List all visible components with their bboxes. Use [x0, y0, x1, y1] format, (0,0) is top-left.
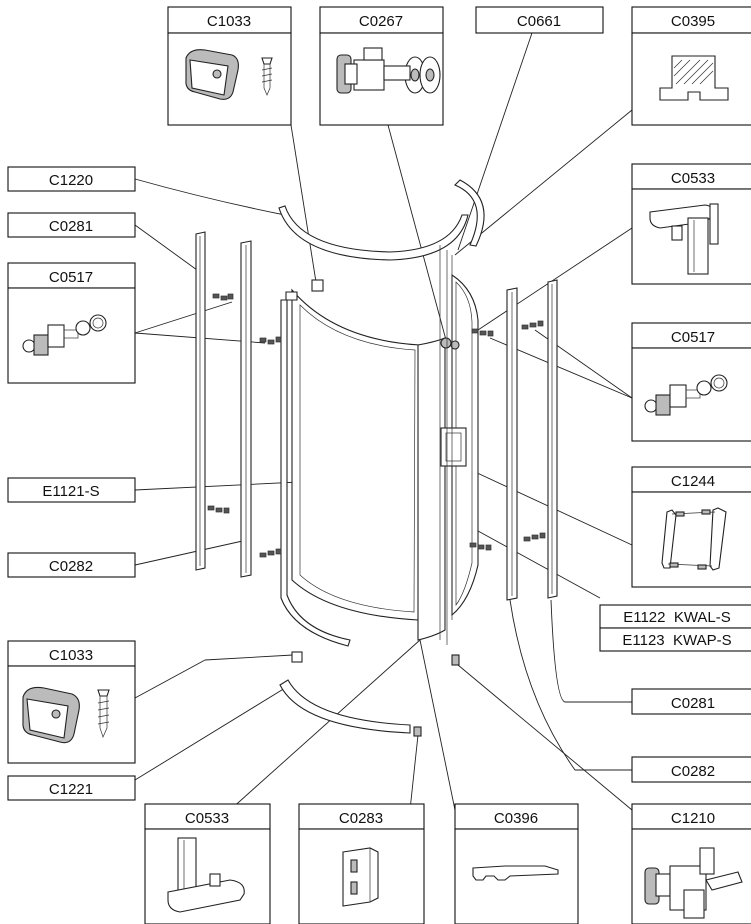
label-c0517-right: C0517	[671, 329, 715, 346]
label-c0283: C0283	[339, 810, 383, 827]
label-e1122: E1122 KWAL-S	[623, 609, 731, 626]
label-c0281-left: C0281	[49, 218, 93, 235]
callout-c0395: C0395	[631, 6, 751, 126]
callout-c0282-right: C0282	[631, 756, 751, 783]
callout-c1220: C1220	[7, 166, 136, 192]
label-c0395: C0395	[671, 13, 715, 30]
label-c0282-left: C0282	[49, 558, 93, 575]
label-c0661: C0661	[517, 13, 561, 30]
callout-e1121: E1121-S	[7, 477, 136, 503]
callout-c0281-left: C0281	[7, 212, 136, 238]
callout-c1221: C1221	[7, 775, 136, 801]
label-c0267: C0267	[359, 13, 403, 30]
label-c1033-bottom: C1033	[49, 647, 93, 664]
callout-c0517-left: C0517	[7, 262, 136, 384]
callout-c1033-bottom: C1033	[7, 640, 136, 764]
callout-c0281-right: C0281	[631, 688, 751, 715]
label-c1244: C1244	[671, 473, 715, 490]
callout-c0283: C0283	[298, 803, 425, 924]
label-c0533-right: C0533	[671, 170, 715, 187]
callout-c1244: C1244	[631, 466, 751, 588]
label-e1123: E1123 KWAP-S	[622, 632, 731, 649]
label-c0517-left: C0517	[49, 269, 93, 286]
callout-c1033-top: C1033	[167, 6, 292, 126]
label-c1220: C1220	[49, 172, 93, 189]
callout-c0267: C0267	[319, 6, 444, 126]
label-c0281-right: C0281	[671, 695, 715, 712]
leader-lines	[134, 29, 633, 811]
label-c0533-bottom: C0533	[185, 810, 229, 827]
label-c1221: C1221	[49, 781, 93, 798]
label-c1210: C1210	[671, 810, 715, 827]
callout-c1210: C1210	[631, 803, 751, 924]
callout-c0533-bottom: C0533	[144, 803, 271, 924]
callout-c0517-right: C0517	[631, 322, 751, 442]
callout-c0661: C0661	[475, 6, 604, 34]
callout-c0396: C0396	[454, 803, 579, 924]
label-c0396: C0396	[494, 810, 538, 827]
callout-c0533-right: C0533	[631, 163, 751, 285]
label-c1033-top: C1033	[207, 13, 251, 30]
shower-enclosure-assembly	[278, 179, 485, 737]
callout-c0282-left: C0282	[7, 552, 136, 578]
right-wall-profiles	[469, 279, 558, 601]
label-c0282-right: C0282	[671, 763, 715, 780]
label-e1121: E1121-S	[42, 483, 99, 500]
callout-e1122-e1123: E1122 KWAL-S E1123 KWAP-S	[599, 604, 751, 652]
left-wall-profiles	[195, 231, 282, 578]
